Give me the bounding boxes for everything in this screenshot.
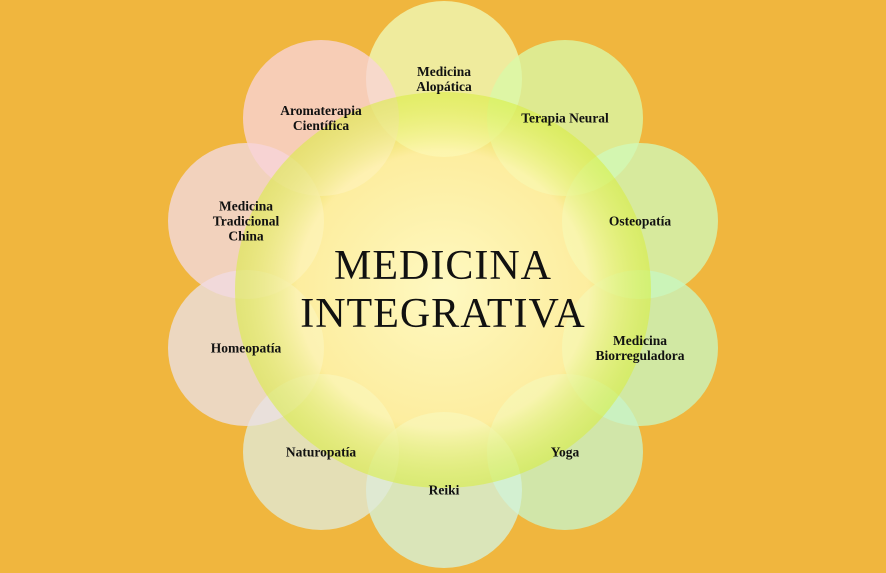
- node-label-osteopatia: Osteopatía: [609, 214, 671, 229]
- node-label-reiki: Reiki: [429, 483, 460, 498]
- center-circle: [235, 92, 651, 488]
- title-line-1: MEDICINA: [334, 243, 552, 289]
- node-label-terapia-neural: Terapia Neural: [521, 111, 609, 126]
- node-label-line: Tradicional: [212, 213, 280, 229]
- node-label-line: Homeopatía: [210, 340, 282, 356]
- node-label-yoga: Yoga: [551, 445, 580, 460]
- node-label-homeopatia: Homeopatía: [211, 341, 282, 356]
- center-title: MEDICINA INTEGRATIVA: [300, 242, 586, 338]
- node-label-line: Medicina: [218, 198, 273, 214]
- node-label-line: Aromaterapia: [280, 103, 362, 118]
- node-label-line: China: [228, 228, 264, 244]
- node-label-line: Yoga: [550, 444, 580, 460]
- node-label-line: Alopática: [416, 79, 472, 94]
- node-label-line: Medicina: [417, 64, 471, 79]
- node-label-line: Terapia Neural: [521, 110, 609, 126]
- node-label-line: Científica: [292, 118, 350, 133]
- node-label-line: Naturopatía: [285, 444, 357, 460]
- node-label-line: Reiki: [428, 482, 460, 498]
- title-line-2: INTEGRATIVA: [300, 291, 586, 337]
- node-label-line: Medicina: [613, 333, 667, 348]
- node-label-naturopatia: Naturopatía: [286, 445, 356, 460]
- node-label-line: Biorreguladora: [595, 348, 685, 363]
- node-label-line: Osteopatía: [608, 213, 672, 229]
